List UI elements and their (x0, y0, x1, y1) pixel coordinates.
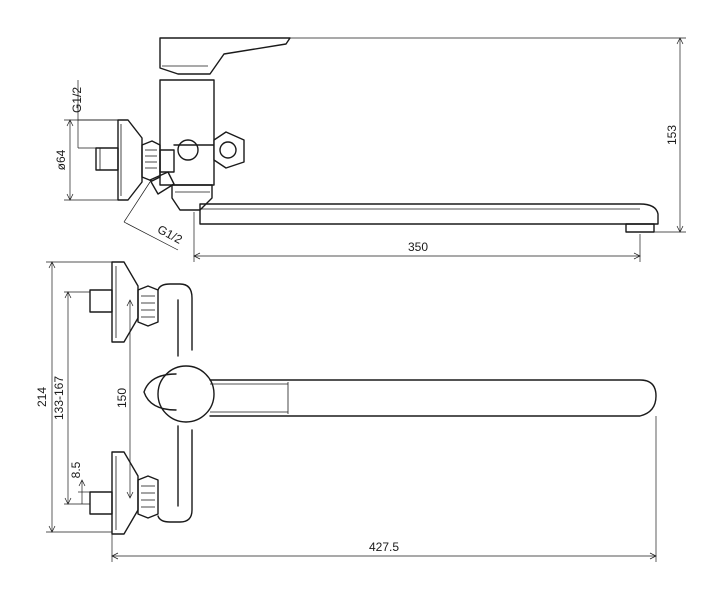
dim-overall-height-label: 214 (35, 387, 49, 407)
top-cartridge-circle (157, 365, 215, 423)
side-view (95, 37, 659, 233)
side-mixer-body (159, 79, 215, 186)
top-upper-nut (137, 285, 159, 327)
side-eccentric-stub (95, 147, 119, 171)
dim-eccentric-offset-label: 8.5 (69, 461, 83, 478)
dim-spout-reach-label: 350 (408, 240, 428, 254)
side-lever-handle (159, 37, 291, 75)
top-view (89, 261, 657, 535)
top-mixer-bar (157, 283, 193, 523)
top-lower-stub (89, 491, 113, 515)
side-diverter-knob (213, 131, 245, 169)
side-connector-nut (141, 140, 161, 182)
side-wall-flange (117, 119, 143, 201)
dim-overall-length-label: 427.5 (369, 540, 399, 554)
side-spout (199, 203, 659, 225)
dim-thread-top-label: G1/2 (70, 87, 84, 113)
top-lower-nut (137, 475, 159, 519)
top-spout (209, 379, 657, 417)
top-dimensions: 214 133-167 150 8.5 427.5 (35, 261, 657, 562)
dim-height-label: 153 (665, 125, 679, 145)
dim-inlet-spacing-nominal-label: 150 (115, 388, 129, 408)
dim-flange-diameter-label: ø64 (54, 149, 68, 170)
side-aerator (625, 223, 655, 233)
dim-thread-bottom-label: G1/2 (155, 222, 185, 247)
top-upper-stub (89, 289, 113, 313)
dim-inlet-spacing-range-label: 133-167 (52, 376, 66, 420)
